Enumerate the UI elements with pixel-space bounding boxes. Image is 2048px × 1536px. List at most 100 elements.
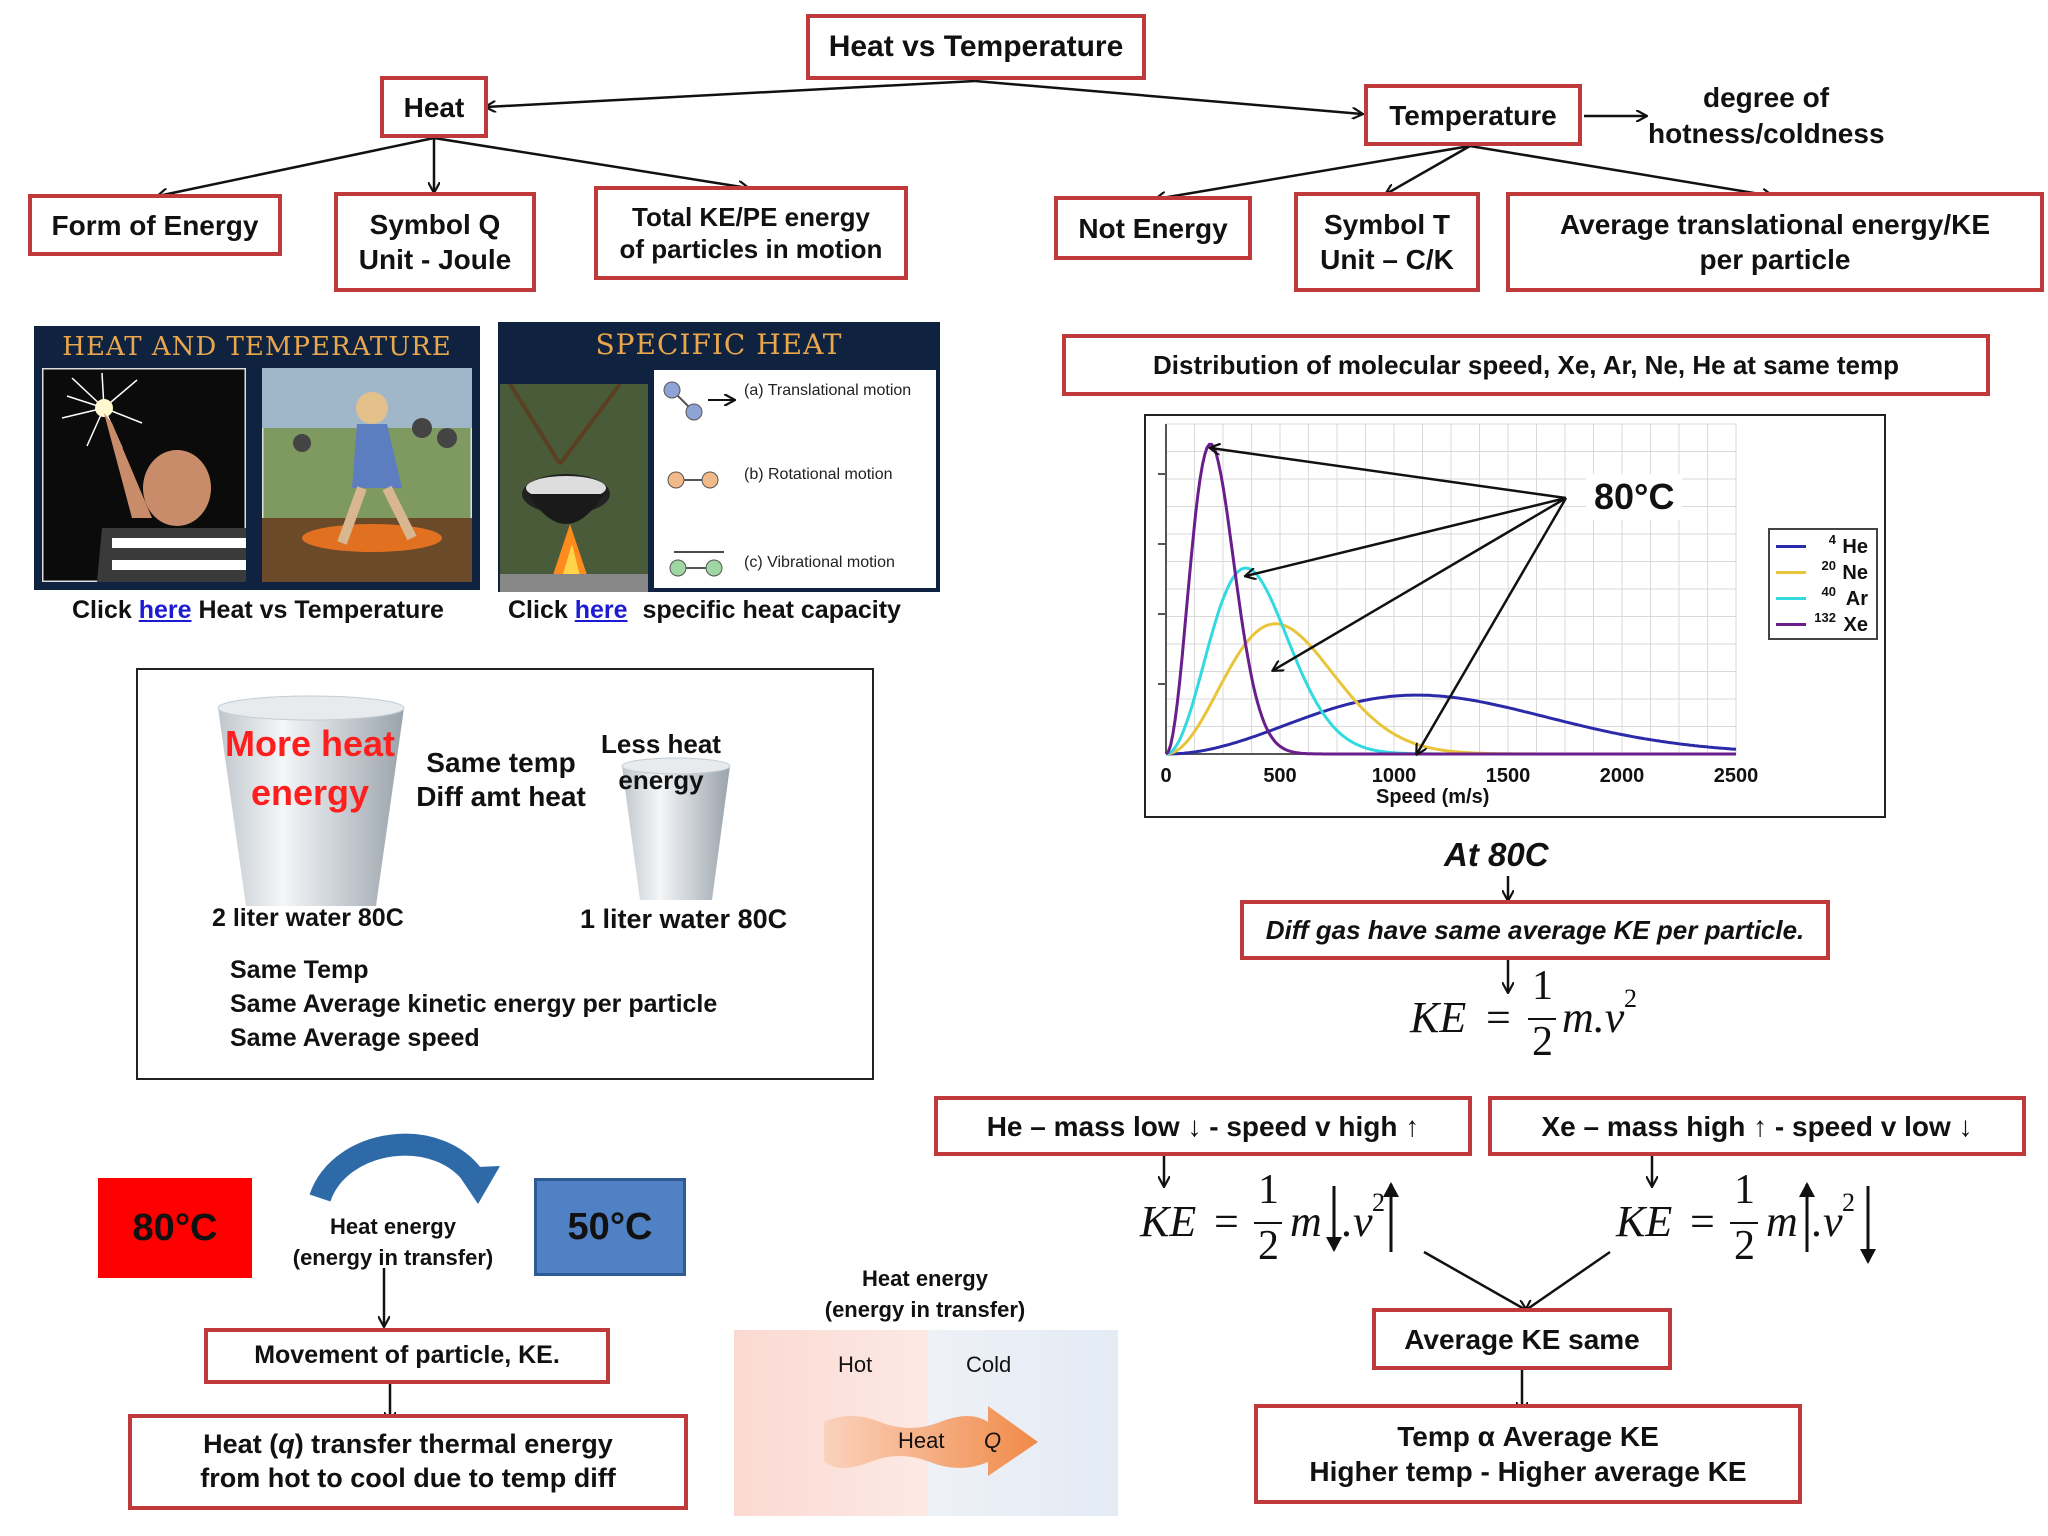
ke-xe-equals: = <box>1690 1197 1715 1246</box>
motion-a-label: (a) Translational motion <box>744 382 912 399</box>
arrow-temperature-symbol <box>1386 144 1471 194</box>
temperature-label: Temperature <box>1389 99 1557 131</box>
specific-heat-image-title: SPECIFIC HEAT <box>595 328 843 361</box>
temp-proportional-line1: Temp α Average KE <box>1397 1421 1659 1452</box>
same-temp-line2: Diff amt heat <box>416 780 586 812</box>
caption1-here-link[interactable]: here <box>138 596 192 624</box>
specific-heat-image[interactable]: SPECIFIC HEAT (a) Translational motion (… <box>498 322 940 592</box>
diagram-title-line2: (energy in transfer) <box>824 1296 1026 1322</box>
arrow-heat-total <box>433 136 748 188</box>
heat-flow-label: Heat <box>898 1428 945 1453</box>
campfire-pot-photo <box>500 384 648 592</box>
pointer-arrow-xe <box>1210 448 1567 500</box>
less-heat-line2: energy <box>618 765 704 796</box>
same-avg-ke-box: Diff gas have same average KE per partic… <box>1240 900 1830 960</box>
heat-energy-line1: Heat energy <box>330 1214 456 1239</box>
distribution-title-box: Distribution of molecular speed, Xe, Ar,… <box>1062 334 1990 396</box>
caption2-here-link[interactable]: here <box>574 596 628 624</box>
heatq-pre: Heat ( <box>203 1429 279 1460</box>
x-tick-label: 2000 <box>1600 765 1645 787</box>
he-box-text: He – mass low ↓ - speed v high ↑ <box>986 1110 1420 1142</box>
heat-total-line2: of particles in motion <box>619 234 883 264</box>
degree-line1: degree of <box>1702 82 1830 113</box>
curved-transfer-arrowhead <box>454 1166 500 1204</box>
temp-proportional-box: Temp α Average KE Higher temp - Higher a… <box>1254 1404 1802 1504</box>
legend-mass-number: 4 <box>1828 532 1836 547</box>
caption-specific-heat: Click here specific heat capacity <box>508 596 901 625</box>
x-tick-label: 1500 <box>1486 765 1531 787</box>
heat-energy-label: Heat energy (energy in transfer) <box>280 1212 506 1274</box>
pointer-arrow-ne <box>1273 496 1567 670</box>
ke-main-equals: = <box>1486 993 1511 1042</box>
cold-label: Cold <box>966 1352 1012 1377</box>
heat-symbol-line2: Unit - Joule <box>358 244 512 275</box>
heat-total-line1: Total KE/PE energy <box>632 201 870 232</box>
ke-he-denominator: 2 <box>1258 1223 1279 1269</box>
average-ke-same-box: Average KE same <box>1372 1308 1672 1370</box>
motion-b-label: (b) Rotational motion <box>744 466 893 483</box>
caption2-click: Click <box>508 596 568 624</box>
heatq-post: ) transfer thermal energy <box>294 1429 613 1460</box>
cups-note-1: Same Temp <box>230 956 369 984</box>
hot-label: Hot <box>838 1352 873 1377</box>
heat-energy-line2: (energy in transfer) <box>292 1244 494 1270</box>
not-energy-text: Not Energy <box>1078 212 1228 244</box>
x-tick-label: 0 <box>1160 765 1171 787</box>
cold-temperature-block: 50°C <box>534 1178 686 1276</box>
ke-he-symbol: KE <box>1140 1197 1197 1246</box>
ke-main-numerator: 1 <box>1532 963 1553 1009</box>
series-line-xe <box>1164 442 1736 756</box>
caption1-click: Click <box>72 596 132 624</box>
pointer-arrow-ar <box>1246 496 1567 576</box>
arrow-xe-avg <box>1526 1250 1611 1310</box>
heat-flow-arrow-icon <box>824 1406 1038 1476</box>
legend-swatch <box>1776 623 1806 626</box>
legend-mass-number: 40 <box>1821 584 1836 599</box>
temperature-symbol-line2: Unit – C/K <box>1320 244 1454 275</box>
ke-main-square: 2 <box>1624 984 1637 1013</box>
xe-box-text: Xe – mass high ↑ - speed v low ↓ <box>1541 1110 1973 1142</box>
legend-symbol: Ar <box>1845 588 1868 610</box>
movement-box: Movement of particle, KE. <box>204 1328 610 1384</box>
arrow-title-heat <box>486 79 976 107</box>
same-temp-line1: Same temp <box>426 747 576 778</box>
temp-proportional-line2: Higher temp - Higher average KE <box>1309 1456 1747 1487</box>
heatq-line2: from hot to cool due to temp diff <box>200 1463 616 1493</box>
sparkler-photo <box>42 368 246 582</box>
legend-mass-number: 20 <box>1821 558 1836 573</box>
arrow-heat-form <box>158 136 435 196</box>
heat-label: Heat <box>403 91 465 123</box>
legend-symbol: Xe <box>1843 614 1868 636</box>
caption2-rest: specific heat capacity <box>642 596 901 624</box>
more-heat-line2: energy <box>250 771 370 813</box>
form-of-energy-box: Form of Energy <box>28 194 282 256</box>
hot-temperature-text: 80°C <box>132 1206 218 1249</box>
ke-he-square: 2 <box>1372 1188 1385 1217</box>
pointer-arrow-he <box>1417 497 1568 754</box>
temperature-box: Temperature <box>1364 84 1582 146</box>
title-box: Heat vs Temperature <box>806 14 1146 80</box>
caption1-rest: Heat vs Temperature <box>198 596 444 624</box>
ke-main-mv: m.v <box>1562 993 1625 1042</box>
large-cup-icon <box>217 695 405 906</box>
heatq-q: q <box>278 1429 295 1460</box>
heat-temperature-image[interactable]: HEAT AND TEMPERATURE <box>34 326 480 590</box>
average-ke-same-text: Average KE same <box>1404 1323 1640 1355</box>
degree-text: degree of hotness/coldness <box>1648 80 1885 153</box>
diagram-heat-energy-label: Heat energy (energy in transfer) <box>790 1264 1060 1326</box>
x-tick-label: 2500 <box>1714 765 1759 787</box>
chart-grid <box>1158 423 1737 755</box>
heat-flow-q-label: Q <box>984 1428 1002 1453</box>
x-tick-label: 1000 <box>1372 765 1417 787</box>
temperature-average-line1: Average translational energy/KE <box>1559 209 1990 240</box>
motion-c-label: (c) Vibrational motion <box>744 554 895 571</box>
ke-xe-square: 2 <box>1842 1188 1855 1217</box>
